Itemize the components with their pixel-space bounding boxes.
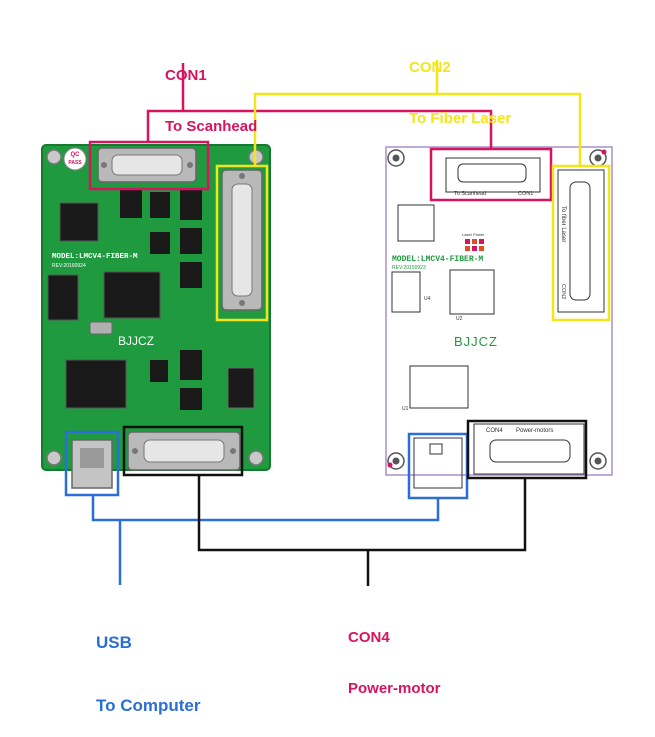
white-con4-label: Power-motors [516,428,553,434]
usb-connection [64,430,469,585]
chip [59,202,99,242]
white-con2-outline: To fiber Laser CON2 [557,169,605,313]
green-rev-text: REV:20160924 [52,263,86,269]
crystal [89,321,113,335]
pass-label: PASS [68,160,82,166]
chip [120,190,142,218]
white-u2-label: U2 [456,316,463,322]
component-outline [409,365,469,409]
green-model-text: MODEL:LMCV4-FIBER-M [52,253,138,261]
chip [180,388,202,410]
white-usb-outline [413,437,463,489]
mounting-hole [46,450,62,466]
mounting-hole [248,450,264,466]
white-con4-outline: CON4 Power-motors [473,423,585,475]
con1-callout-desc: To Scanhead [165,118,258,135]
chip [180,350,202,380]
white-con1-outline: To Scanhead CON1 [445,157,541,197]
green-brand-text: BJJCZ [118,334,154,348]
con2-callout-desc: To Fiber Laser [409,110,512,127]
chip [150,232,170,254]
con2-callout: CON2 To Fiber Laser [409,25,511,144]
white-con2-label: To fiber Laser [560,206,566,242]
white-u1-label: U1 [402,406,409,412]
green-con4-connector [127,431,241,471]
green-control-board: QC PASS MODEL:LMCV4-FIBER-M REV:20160924… [41,144,271,489]
chip [150,360,168,382]
white-con1-code: CON1 [518,191,533,197]
white-brand-text: BJJCZ [454,334,498,349]
white-con4-code: CON4 [486,428,503,434]
chip [180,228,202,254]
white-model-text: MODEL:LMCV4-FIBER-M [392,255,483,264]
con4-callout-name: CON4 [348,629,390,646]
chip [180,190,202,220]
green-con2-connector [221,169,263,311]
white-con1-label: To Scanhead [454,191,486,197]
con2-callout-name: CON2 [409,59,451,76]
mounting-hole [46,149,62,165]
con2-connection [215,60,611,322]
controller-chip [65,359,127,409]
con1-connection [88,63,553,202]
connection-diagram: QC PASS MODEL:LMCV4-FIBER-M REV:20160924… [41,60,613,586]
con1-callout: CON1 To Scanhead [165,33,257,152]
chip [180,262,202,288]
chip [150,192,170,218]
component-outline [391,271,421,313]
qc-label: QC [71,152,81,158]
white-board-layout: To Scanhead CON1 To fiber Laser CON2 CON… [385,146,613,489]
component-outline [397,204,435,242]
usb-callout-desc: To Computer [96,696,201,715]
con1-callout-name: CON1 [165,67,207,84]
qc-pass-sticker: QC PASS [63,147,87,171]
con4-callout-desc: Power-motor [348,680,441,697]
laser-power-label: Laser Power [462,232,485,237]
memory-chip [47,274,79,321]
white-u4-label: U4 [424,296,431,302]
white-con2-code: CON2 [560,284,566,299]
main-processor-chip [103,271,161,319]
green-con1-connector [97,147,197,183]
usb-callout: USB To Computer [96,590,201,737]
green-usb-port [71,439,113,489]
component-outline [449,269,495,315]
white-rev-text: REV:20150923 [392,265,426,271]
usb-callout-name: USB [96,633,132,652]
con4-connection [122,419,588,586]
relay [227,367,255,409]
